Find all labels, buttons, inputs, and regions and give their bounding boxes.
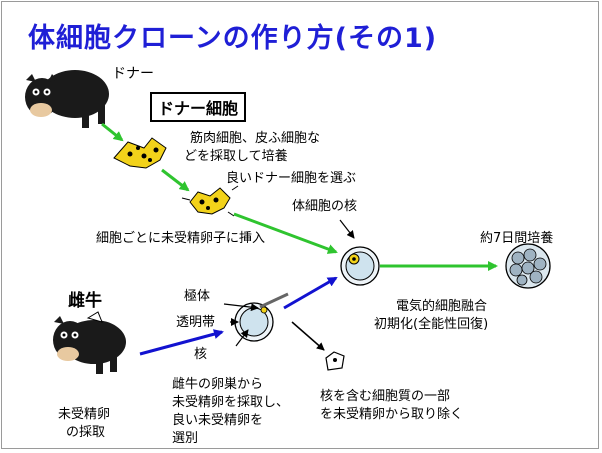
pointer-kaku — [235, 329, 249, 347]
heifer-cow-icon — [53, 311, 126, 374]
nucleus-label: 体細胞の核 — [292, 199, 358, 214]
ovary-text-2: 未受精卵を採取し、 — [172, 395, 290, 410]
ovary-text-4: 選別 — [172, 431, 199, 446]
polar-body-label: 極体 — [184, 289, 211, 304]
cultured-cells-icon — [113, 137, 167, 169]
unfertilized-egg-icon — [234, 292, 289, 342]
donor-label: ドナー — [112, 66, 154, 82]
culture-text-2: どを採取して培養 — [184, 149, 288, 164]
kaku-label: 核 — [194, 347, 208, 362]
remove-text-1: 核を含む細胞質の一部 — [320, 389, 451, 404]
donor-cell-box: ドナー細胞 — [150, 92, 247, 122]
collect-text-2: の採取 — [66, 425, 106, 440]
zona-label: 透明帯 — [176, 315, 216, 330]
collect-text-1: 未受精卵 — [58, 407, 111, 422]
select-text: 良いドナー細胞を選ぶ — [226, 171, 357, 186]
selected-cells-icon — [181, 185, 239, 217]
arrow-donor-to-culture — [101, 122, 124, 142]
insert-text: 細胞ごとに未受精卵子に挿入 — [96, 231, 266, 246]
arrow-removal — [291, 321, 325, 351]
culture-text-1: 筋肉細胞、皮ふ細胞な — [190, 131, 321, 146]
page-title: 体細胞クローンの作り方(その1) — [28, 23, 438, 54]
arrow-culture-to-select — [161, 168, 190, 192]
pointer-polar-body — [223, 303, 259, 312]
arrow-egg-to-fusion — [283, 276, 338, 310]
fusion-text-2: 初期化(全能性回復) — [374, 317, 489, 332]
heifer-label: 雌牛 — [68, 291, 102, 311]
ovary-text-3: 良い未受精卵を — [172, 413, 264, 428]
donor-cow-icon — [25, 70, 109, 128]
ovary-text-1: 雌牛の卵巣から — [172, 377, 264, 392]
culture7-text: 約7日間培養 — [480, 231, 554, 246]
pointer-nucleus — [339, 219, 355, 239]
remove-text-2: を未受精卵から取り除く — [320, 407, 464, 422]
arrow-heifer-to-egg — [139, 329, 224, 356]
fusion-text-1: 電気的細胞融合 — [396, 299, 488, 314]
embryo-icon — [505, 243, 551, 289]
arrow-select-to-egg — [233, 212, 338, 254]
fused-egg-icon — [340, 246, 380, 286]
